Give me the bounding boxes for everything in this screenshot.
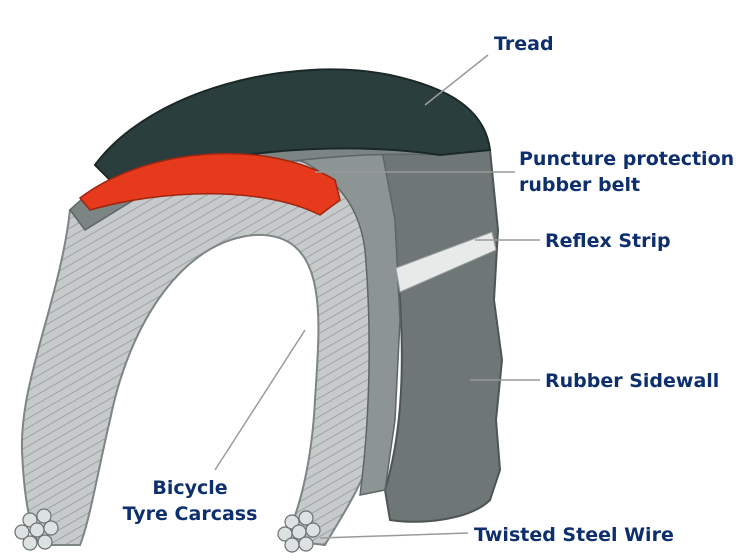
label-reflex-strip: Reflex Strip <box>545 230 671 252</box>
steel-wire-right <box>277 510 321 553</box>
puncture-protection-belt <box>78 152 341 216</box>
label-puncture-line2: rubber belt <box>519 174 640 196</box>
reflex-strip <box>395 231 497 293</box>
label-carcass-line1: Bicycle <box>152 477 227 499</box>
label-carcass-line2: Tyre Carcass <box>123 503 258 525</box>
sidewall-inner-face <box>297 139 401 496</box>
leader-steel-wire <box>319 532 469 539</box>
leader-tread <box>424 54 489 106</box>
label-puncture-line1: Puncture protection <box>519 148 734 170</box>
label-tread: Tread <box>494 33 554 55</box>
leader-carcass <box>214 329 306 471</box>
label-rubber-sidewall: Rubber Sidewall <box>545 370 719 392</box>
steel-wire-left <box>14 508 59 551</box>
label-twisted-steel-wire: Twisted Steel Wire <box>474 524 674 546</box>
